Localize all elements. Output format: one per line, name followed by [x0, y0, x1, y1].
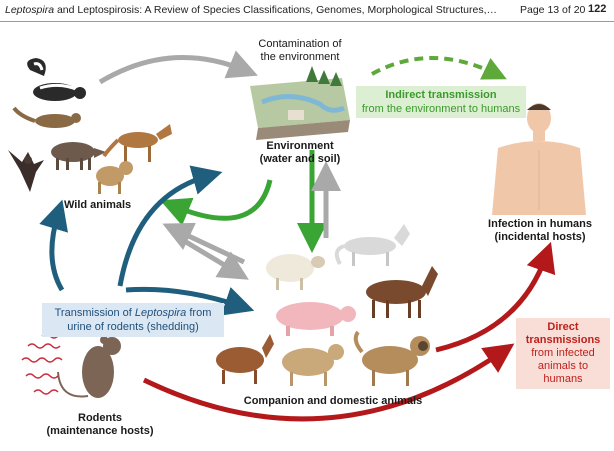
direct-transmission-subtitle: from infected animals to humans: [531, 347, 595, 385]
jackal-icon: [102, 124, 172, 162]
arrow-rodent-to-humans: [142, 343, 515, 422]
header-rule: [0, 21, 614, 22]
boar-icon: [51, 142, 106, 170]
rodents-title: Rodents: [78, 412, 122, 424]
environment-title: Environment: [266, 140, 334, 152]
direct-transmission-box: Direct transmissions from infected anima…: [516, 318, 610, 389]
skunk-icon: [27, 58, 86, 101]
arrow-dashed-environment-to-humans: [371, 56, 507, 80]
arrow-domestic-to-wild: [162, 222, 246, 265]
indirect-transmission-subtitle: from the environment to humans: [361, 103, 521, 115]
sheep-icon: [266, 254, 325, 290]
direct-transmission-title: Direct transmissions: [525, 321, 601, 346]
companion-label: Companion and domestic animals: [243, 395, 423, 407]
indirect-transmission-box: Indirect transmission from the environme…: [356, 86, 526, 118]
arrow-environment-to-wild: [160, 179, 273, 226]
header-title: Leptospira and Leptospirosis: A Review o…: [5, 4, 498, 16]
environment-subtitle: (water and soil): [259, 153, 341, 165]
contamination-label: Contamination of the environment: [258, 38, 342, 63]
horse-icon: [366, 266, 438, 318]
infection-title: Infection in humans: [488, 218, 592, 230]
bat-icon: [8, 150, 44, 192]
dog-icon: [353, 330, 430, 386]
environment-illustration: [250, 66, 350, 140]
mongoose-icon: [12, 106, 81, 128]
indirect-transmission-title: Indirect transmission: [385, 89, 497, 101]
wild-animals-label: Wild animals: [64, 199, 132, 211]
rodent-illustration: [57, 336, 121, 398]
wild-animals-illustration: [8, 58, 172, 194]
page-header: Leptospira and Leptospirosis: A Review o…: [0, 0, 614, 22]
calf-icon: [282, 344, 344, 386]
monkey-icon: [96, 161, 133, 194]
goat-icon: [216, 334, 274, 384]
arrow-rodent-to-domestic: [125, 286, 255, 316]
rodents-subtitle: (maintenance hosts): [46, 425, 154, 437]
shedding-box: Transmission of Leptospira from urine of…: [42, 303, 224, 337]
arrow-domestic-to-humans: [435, 241, 556, 353]
header-number: 122: [588, 3, 607, 15]
header-page: Page 13 of 20: [520, 4, 586, 16]
arrow-rodent-to-environment: [117, 165, 223, 287]
infection-subtitle: (incidental hosts): [494, 231, 586, 243]
domestic-animals-illustration: [216, 224, 438, 386]
arrow-wild-to-environment: [98, 50, 258, 85]
cat-icon: [334, 224, 410, 266]
leptospira-bacteria-icon: [21, 333, 67, 395]
pig-icon: [276, 302, 356, 336]
arrow-rodent-to-wild: [39, 199, 68, 292]
human-illustration: [492, 103, 586, 215]
